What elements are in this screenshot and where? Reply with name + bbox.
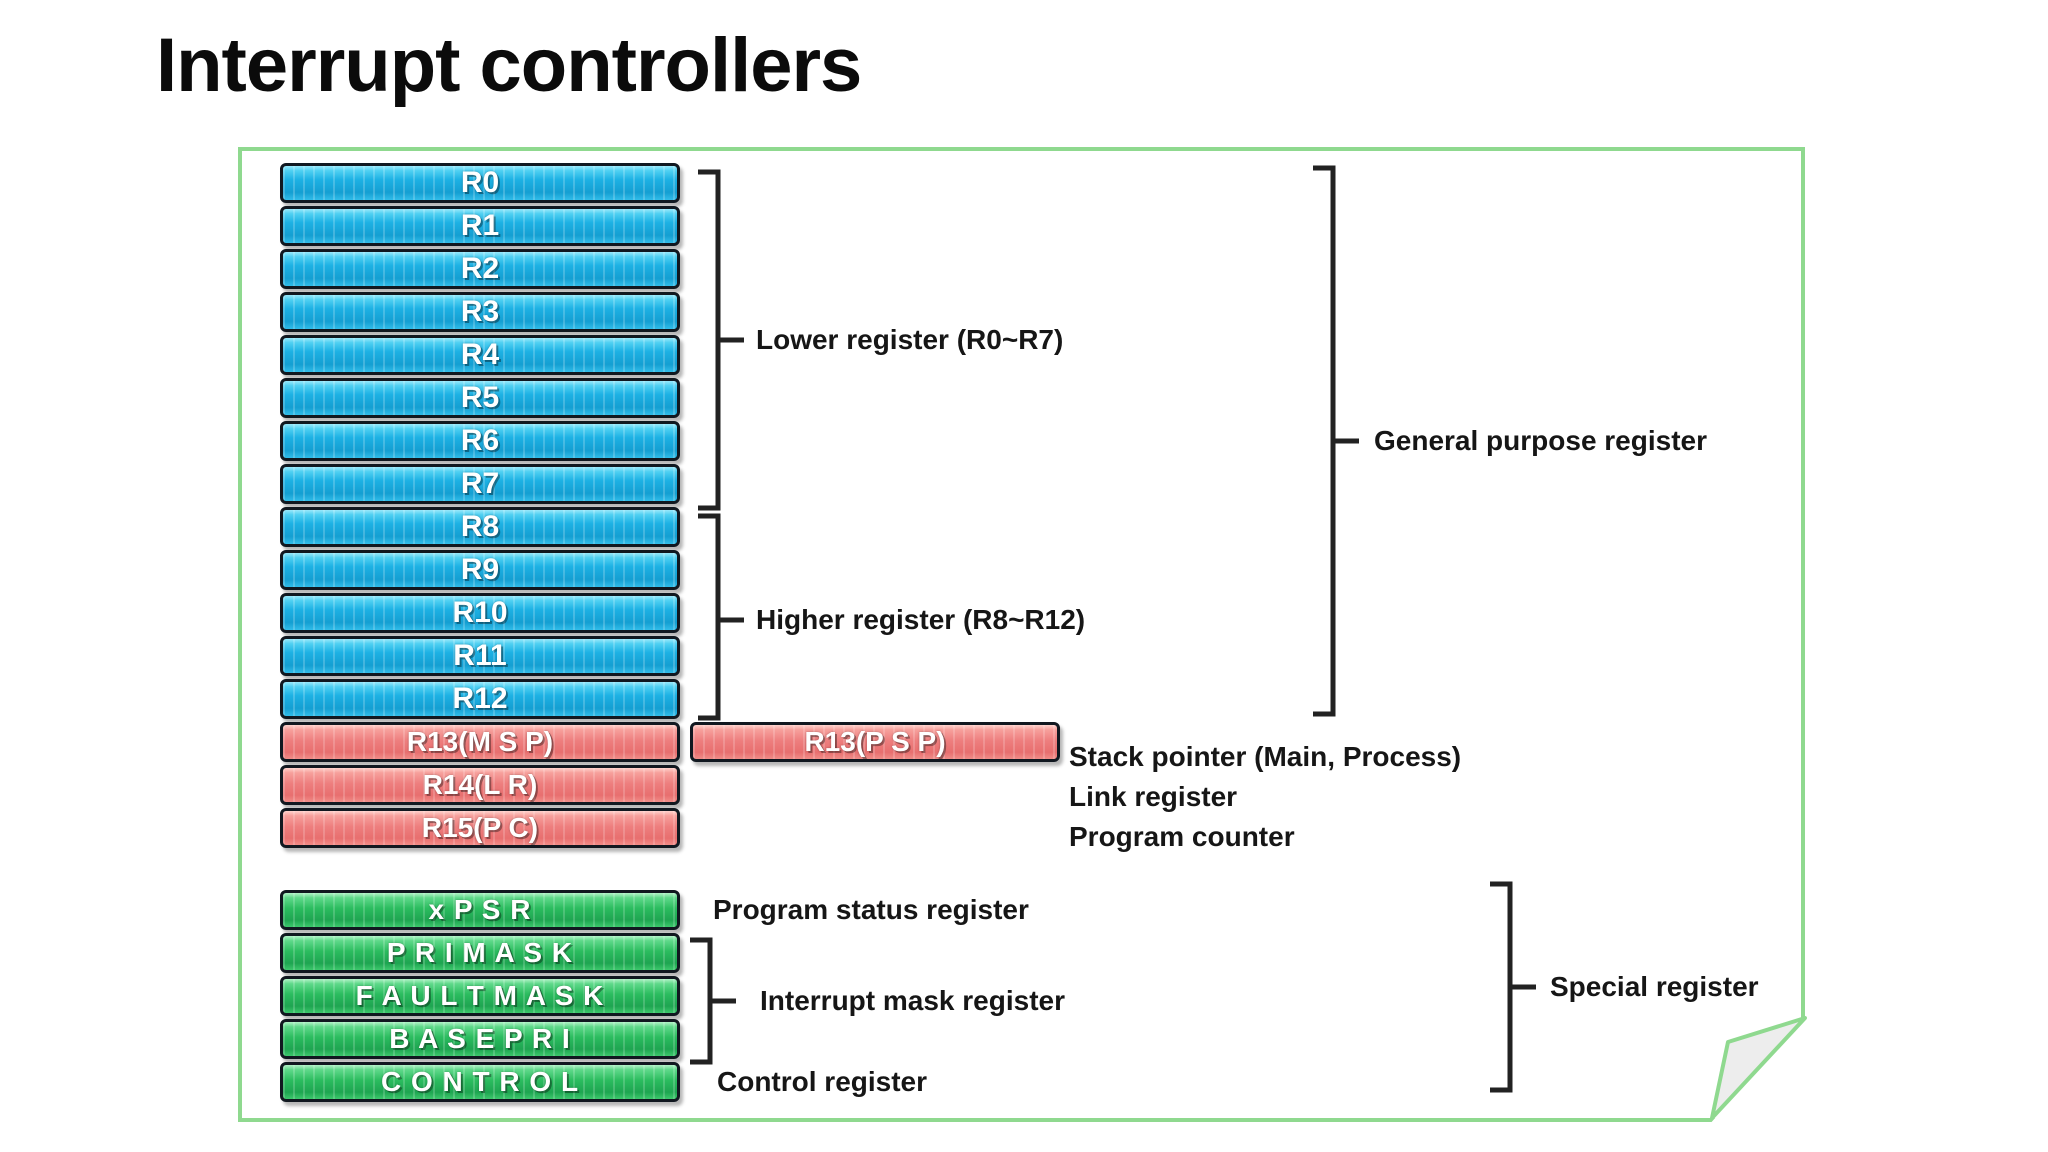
register-r15-pc: R15(P C)	[280, 808, 680, 848]
register-r11: R11	[280, 636, 680, 676]
register-xpsr: x P S R	[280, 890, 680, 930]
register-r13-psp: R13(P S P)	[690, 722, 1060, 762]
register-r0: R0	[280, 163, 680, 203]
register-r13-msp: R13(M S P)	[280, 722, 680, 762]
program-counter-label: Program counter	[1069, 821, 1295, 852]
control-register-label: Control register	[717, 1066, 928, 1097]
register-faultmask: F A U L T M A S K	[280, 976, 680, 1016]
register-r9: R9	[280, 550, 680, 590]
lower-register-label: Lower register (R0~R7)	[756, 324, 1064, 355]
register-r6: R6	[280, 421, 680, 461]
page-title: Interrupt controllers	[156, 23, 862, 108]
register-r3: R3	[280, 292, 680, 332]
register-r14-lr: R14(L R)	[280, 765, 680, 805]
register-r12: R12	[280, 679, 680, 719]
register-r7: R7	[280, 464, 680, 504]
register-r1: R1	[280, 206, 680, 246]
program-status-label: Program status register	[713, 894, 1029, 925]
register-primask: P R I M A S K	[280, 933, 680, 973]
link-register-label: Link register	[1069, 781, 1238, 812]
register-r10: R10	[280, 593, 680, 633]
register-r2: R2	[280, 249, 680, 289]
general-purpose-label: General purpose register	[1374, 425, 1708, 456]
stack-pointer-label: Stack pointer (Main, Process)	[1069, 741, 1462, 772]
higher-register-label: Higher register (R8~R12)	[756, 604, 1086, 635]
register-r4: R4	[280, 335, 680, 375]
register-r5: R5	[280, 378, 680, 418]
register-control: C O N T R O L	[280, 1062, 680, 1102]
register-basepri: B A S E P R I	[280, 1019, 680, 1059]
interrupt-mask-label: Interrupt mask register	[760, 985, 1065, 1016]
special-register-label: Special register	[1550, 971, 1759, 1002]
register-r8: R8	[280, 507, 680, 547]
